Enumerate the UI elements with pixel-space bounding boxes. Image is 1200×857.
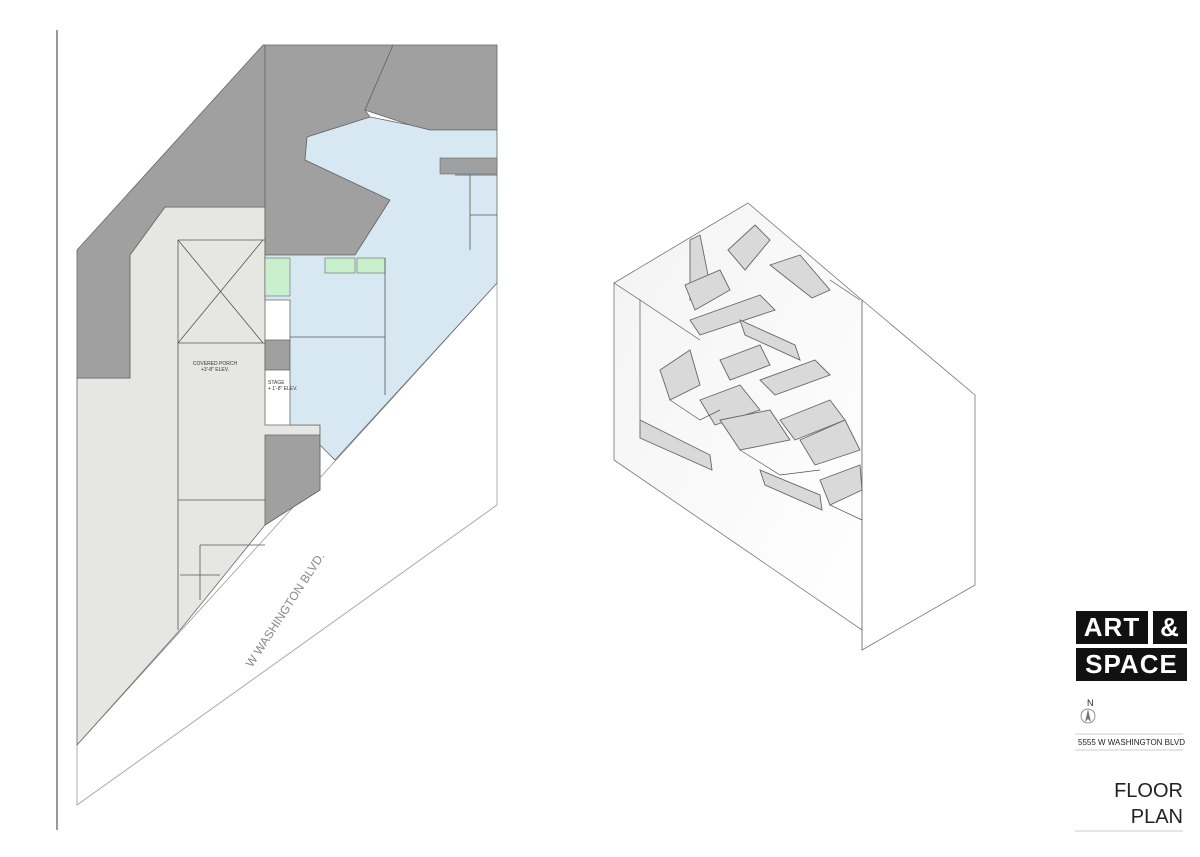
svg-text:+3'-8" ELEV.: +3'-8" ELEV. — [201, 367, 229, 373]
dark-room-lower — [264, 434, 321, 526]
floor-plan: COVERED PORCH +3'-8" ELEV. W WASHINGTON … — [76, 44, 498, 806]
logo-ampersand-text: & — [1160, 612, 1180, 642]
room-labels: COVERED PORCH +3'-8" ELEV. — [193, 361, 238, 373]
blue-space — [264, 116, 498, 461]
green-room-2 — [324, 257, 356, 274]
iso-wall-lines — [613, 279, 863, 521]
logo-space: SPACE — [1076, 648, 1187, 681]
blue-counter — [439, 157, 498, 175]
interior-walls — [177, 174, 497, 630]
green-room-1 — [264, 257, 291, 297]
sheet-title-line2: PLAN — [1130, 806, 1183, 828]
sheet-title-line1: FLOOR — [1114, 780, 1183, 802]
north-label: N — [1087, 698, 1094, 708]
title-block — [1075, 708, 1183, 832]
logo-art-text: ART — [1083, 612, 1141, 642]
street-area — [76, 281, 498, 806]
stage-label: STAGE — [268, 380, 285, 386]
iso-walls — [639, 224, 863, 511]
green-room-3 — [356, 257, 386, 274]
logo-art: ART — [1076, 611, 1148, 644]
dark-room-stage-side — [264, 339, 291, 371]
project-address: 5555 W WASHINGTON BLVD — [1078, 738, 1185, 747]
stage-elev-label: + 1'-8" ELEV. — [268, 386, 297, 392]
back-space-left — [76, 44, 266, 379]
svg-text:COVERED PORCH: COVERED PORCH — [193, 361, 238, 367]
iso-right-volume — [861, 299, 976, 651]
isometric-model — [613, 202, 976, 651]
logo-ampersand: & — [1153, 611, 1187, 644]
logo-space-text: SPACE — [1085, 649, 1178, 679]
